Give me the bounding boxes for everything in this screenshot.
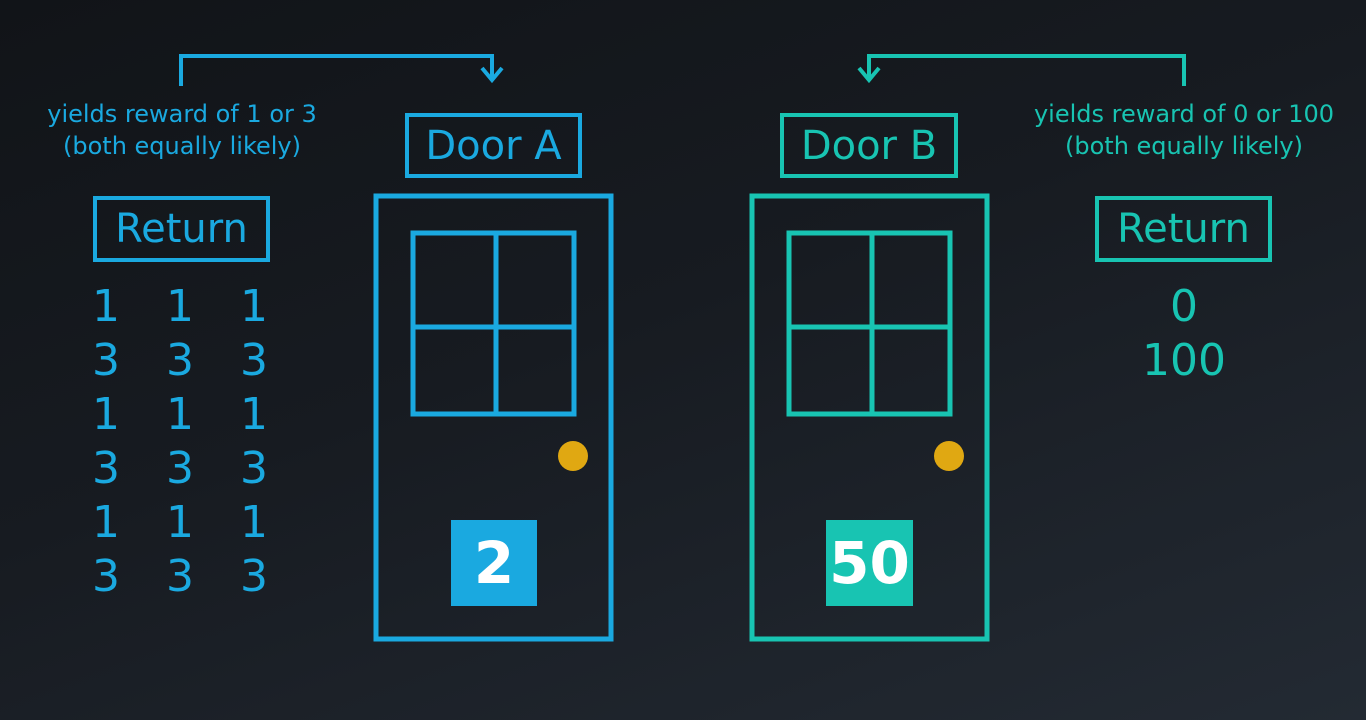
- door-a-return-label: Return: [93, 196, 270, 262]
- door-a-return-value: 1: [166, 281, 194, 332]
- door-b-return-value: 0: [1170, 281, 1198, 332]
- door-a-return-value: 3: [240, 335, 268, 386]
- door-a-caption-line1: yields reward of 1 or 3: [47, 100, 317, 128]
- door-a-knob: [558, 441, 588, 471]
- door-b-arrow: [857, 54, 1186, 86]
- door-b-caption-line1: yields reward of 0 or 100: [1033, 100, 1335, 128]
- door-a: [373, 193, 614, 642]
- door-b-frame: [749, 193, 990, 642]
- door-b-value: 50: [826, 520, 913, 606]
- door-b-return-value: 100: [1142, 335, 1226, 386]
- door-a-return-value: 3: [92, 443, 120, 494]
- door-b-caption-line2: (both equally likely): [1065, 132, 1303, 160]
- door-a-return-value: 3: [166, 335, 194, 386]
- door-b-return-label: Return: [1095, 196, 1272, 262]
- door-a-return-value: 1: [92, 389, 120, 440]
- door-a-label: Door A: [405, 113, 582, 178]
- door-a-frame: [373, 193, 614, 642]
- door-b: [749, 193, 990, 642]
- door-b-label: Door B: [780, 113, 958, 178]
- door-a-return-value: 1: [166, 389, 194, 440]
- door-a-return-value: 3: [240, 443, 268, 494]
- door-a-arrow: [179, 54, 504, 86]
- door-a-return-value: 1: [166, 497, 194, 548]
- door-a-return-value: 3: [240, 551, 268, 602]
- door-b-knob: [934, 441, 964, 471]
- door-a-return-value: 3: [166, 551, 194, 602]
- door-a-return-value: 3: [92, 335, 120, 386]
- door-a-return-value: 1: [92, 497, 120, 548]
- door-b-caption: yields reward of 0 or 100 (both equally …: [1030, 98, 1338, 162]
- door-a-caption-line2: (both equally likely): [63, 132, 301, 160]
- door-a-return-value: 1: [240, 497, 268, 548]
- door-a-return-value: 1: [240, 389, 268, 440]
- door-a-return-value: 3: [166, 443, 194, 494]
- door-a-value: 2: [451, 520, 537, 606]
- door-a-return-value: 3: [92, 551, 120, 602]
- door-a-return-value: 1: [240, 281, 268, 332]
- door-a-caption: yields reward of 1 or 3 (both equally li…: [32, 98, 332, 162]
- door-a-return-value: 1: [92, 281, 120, 332]
